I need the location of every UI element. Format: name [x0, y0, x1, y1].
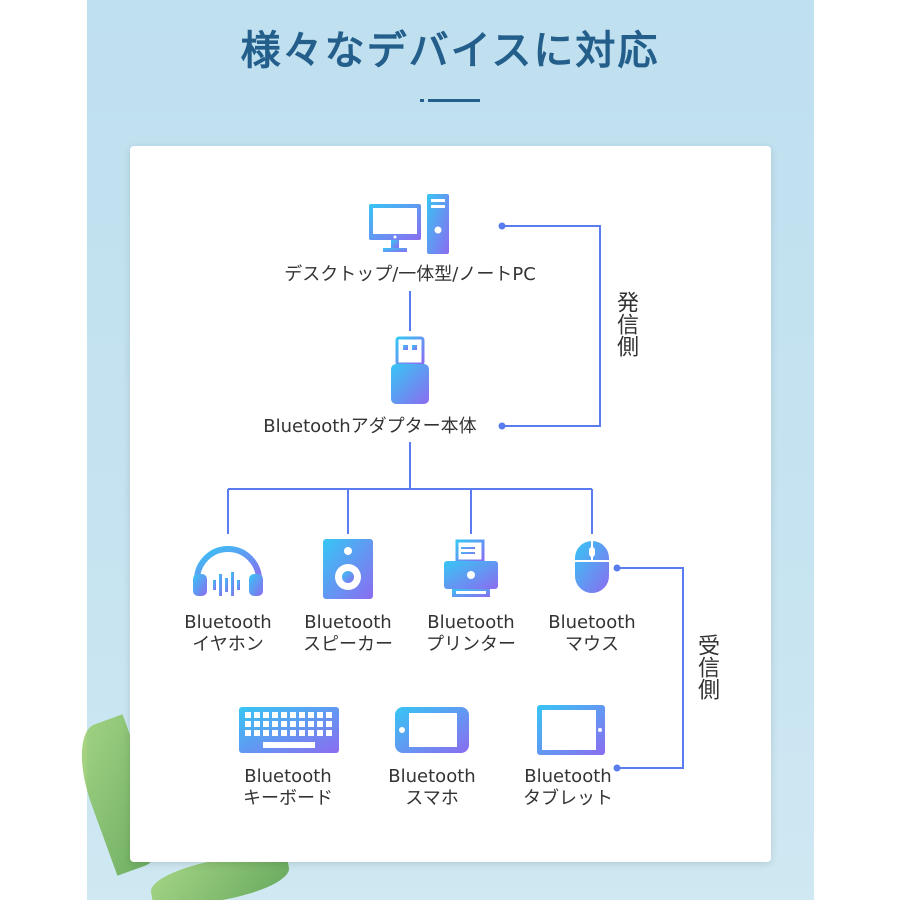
receiver-name-line2: マウス	[565, 634, 619, 655]
receiver-name-line1: Bluetooth	[548, 612, 636, 633]
connector-lines	[227, 222, 684, 772]
title-underline-dot	[420, 99, 424, 102]
receiver-name-line2: キーボード	[243, 788, 333, 809]
desktop-pc-icon	[369, 194, 449, 254]
bracket-dot	[498, 222, 506, 230]
printer-icon	[444, 539, 498, 597]
receiver-name-line1: Bluetooth	[244, 766, 332, 787]
receiver-label-mouse: Bluetooth マウス	[532, 612, 652, 656]
receiver-label-smartphone: Bluetooth スマホ	[372, 766, 492, 810]
bracket-dot	[498, 422, 506, 430]
title-underline	[428, 99, 480, 102]
pc-label: デスクトップ/一体型/ノートPC	[284, 264, 536, 285]
receiver-name-line2: タブレット	[523, 788, 613, 809]
smartphone-icon	[395, 707, 469, 753]
receiver-name-line2: イヤホン	[192, 634, 264, 655]
receiver-name-line2: スマホ	[405, 788, 459, 809]
receiver-name-line1: Bluetooth	[388, 766, 476, 787]
receiver-label-speaker: Bluetooth スピーカー	[288, 612, 408, 656]
diagram-card: デスクトップ/一体型/ノートPC Bluetoothアダプター本体 発信側	[130, 146, 771, 862]
bracket-receiver	[617, 567, 684, 769]
sender-side-text: 発信側	[613, 291, 638, 357]
receiver-name-line2: プリンター	[426, 634, 516, 655]
bracket-dot	[613, 564, 621, 572]
adapter-label: Bluetoothアダプター本体	[263, 416, 477, 437]
mouse-icon	[575, 541, 609, 593]
receiver-name-line1: Bluetooth	[524, 766, 612, 787]
receiver-name-line2: スピーカー	[303, 634, 393, 655]
bracket-sender	[502, 225, 601, 427]
receiver-side-text: 受信側	[694, 634, 719, 700]
sender-side-label: 発信側	[613, 291, 638, 357]
speaker-icon	[323, 539, 373, 599]
receiver-label-keyboard: Bluetooth キーボード	[228, 766, 348, 810]
receiver-side-label: 受信側	[694, 634, 719, 700]
page-title: 様々なデバイスに対応	[240, 28, 660, 74]
tablet-icon	[537, 705, 605, 755]
receiver-label-printer: Bluetooth プリンター	[411, 612, 531, 656]
usb-adapter-icon	[391, 336, 429, 404]
bracket-dot	[613, 764, 621, 772]
headphones-icon	[193, 546, 263, 596]
receiver-name-line1: Bluetooth	[427, 612, 515, 633]
keyboard-icon	[239, 707, 339, 753]
receiver-label-tablet: Bluetooth タブレット	[508, 766, 628, 810]
receiver-name-line1: Bluetooth	[304, 612, 392, 633]
receiver-name-line1: Bluetooth	[184, 612, 272, 633]
receiver-label-earphones: Bluetooth イヤホン	[168, 612, 288, 656]
